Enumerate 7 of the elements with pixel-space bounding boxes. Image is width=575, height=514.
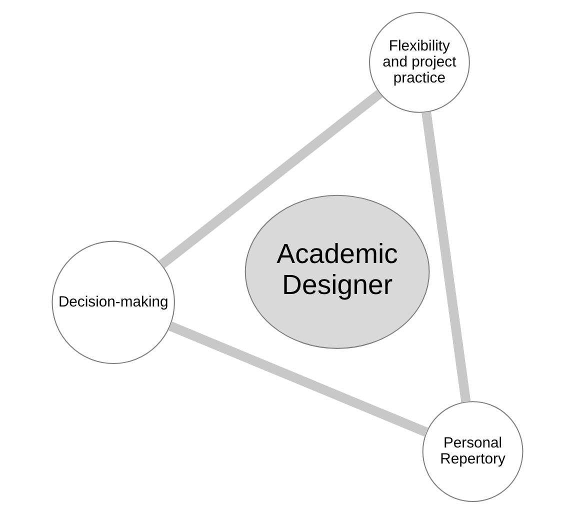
connector	[422, 111, 471, 403]
node-ellipse: Academic Designer	[244, 194, 430, 349]
node-circle: Personal Repertory	[422, 401, 524, 502]
node-circle: Decision-making	[52, 240, 175, 364]
node-circle: Flexibility and project practice	[368, 12, 470, 113]
connector	[158, 90, 383, 268]
connector	[168, 322, 428, 437]
